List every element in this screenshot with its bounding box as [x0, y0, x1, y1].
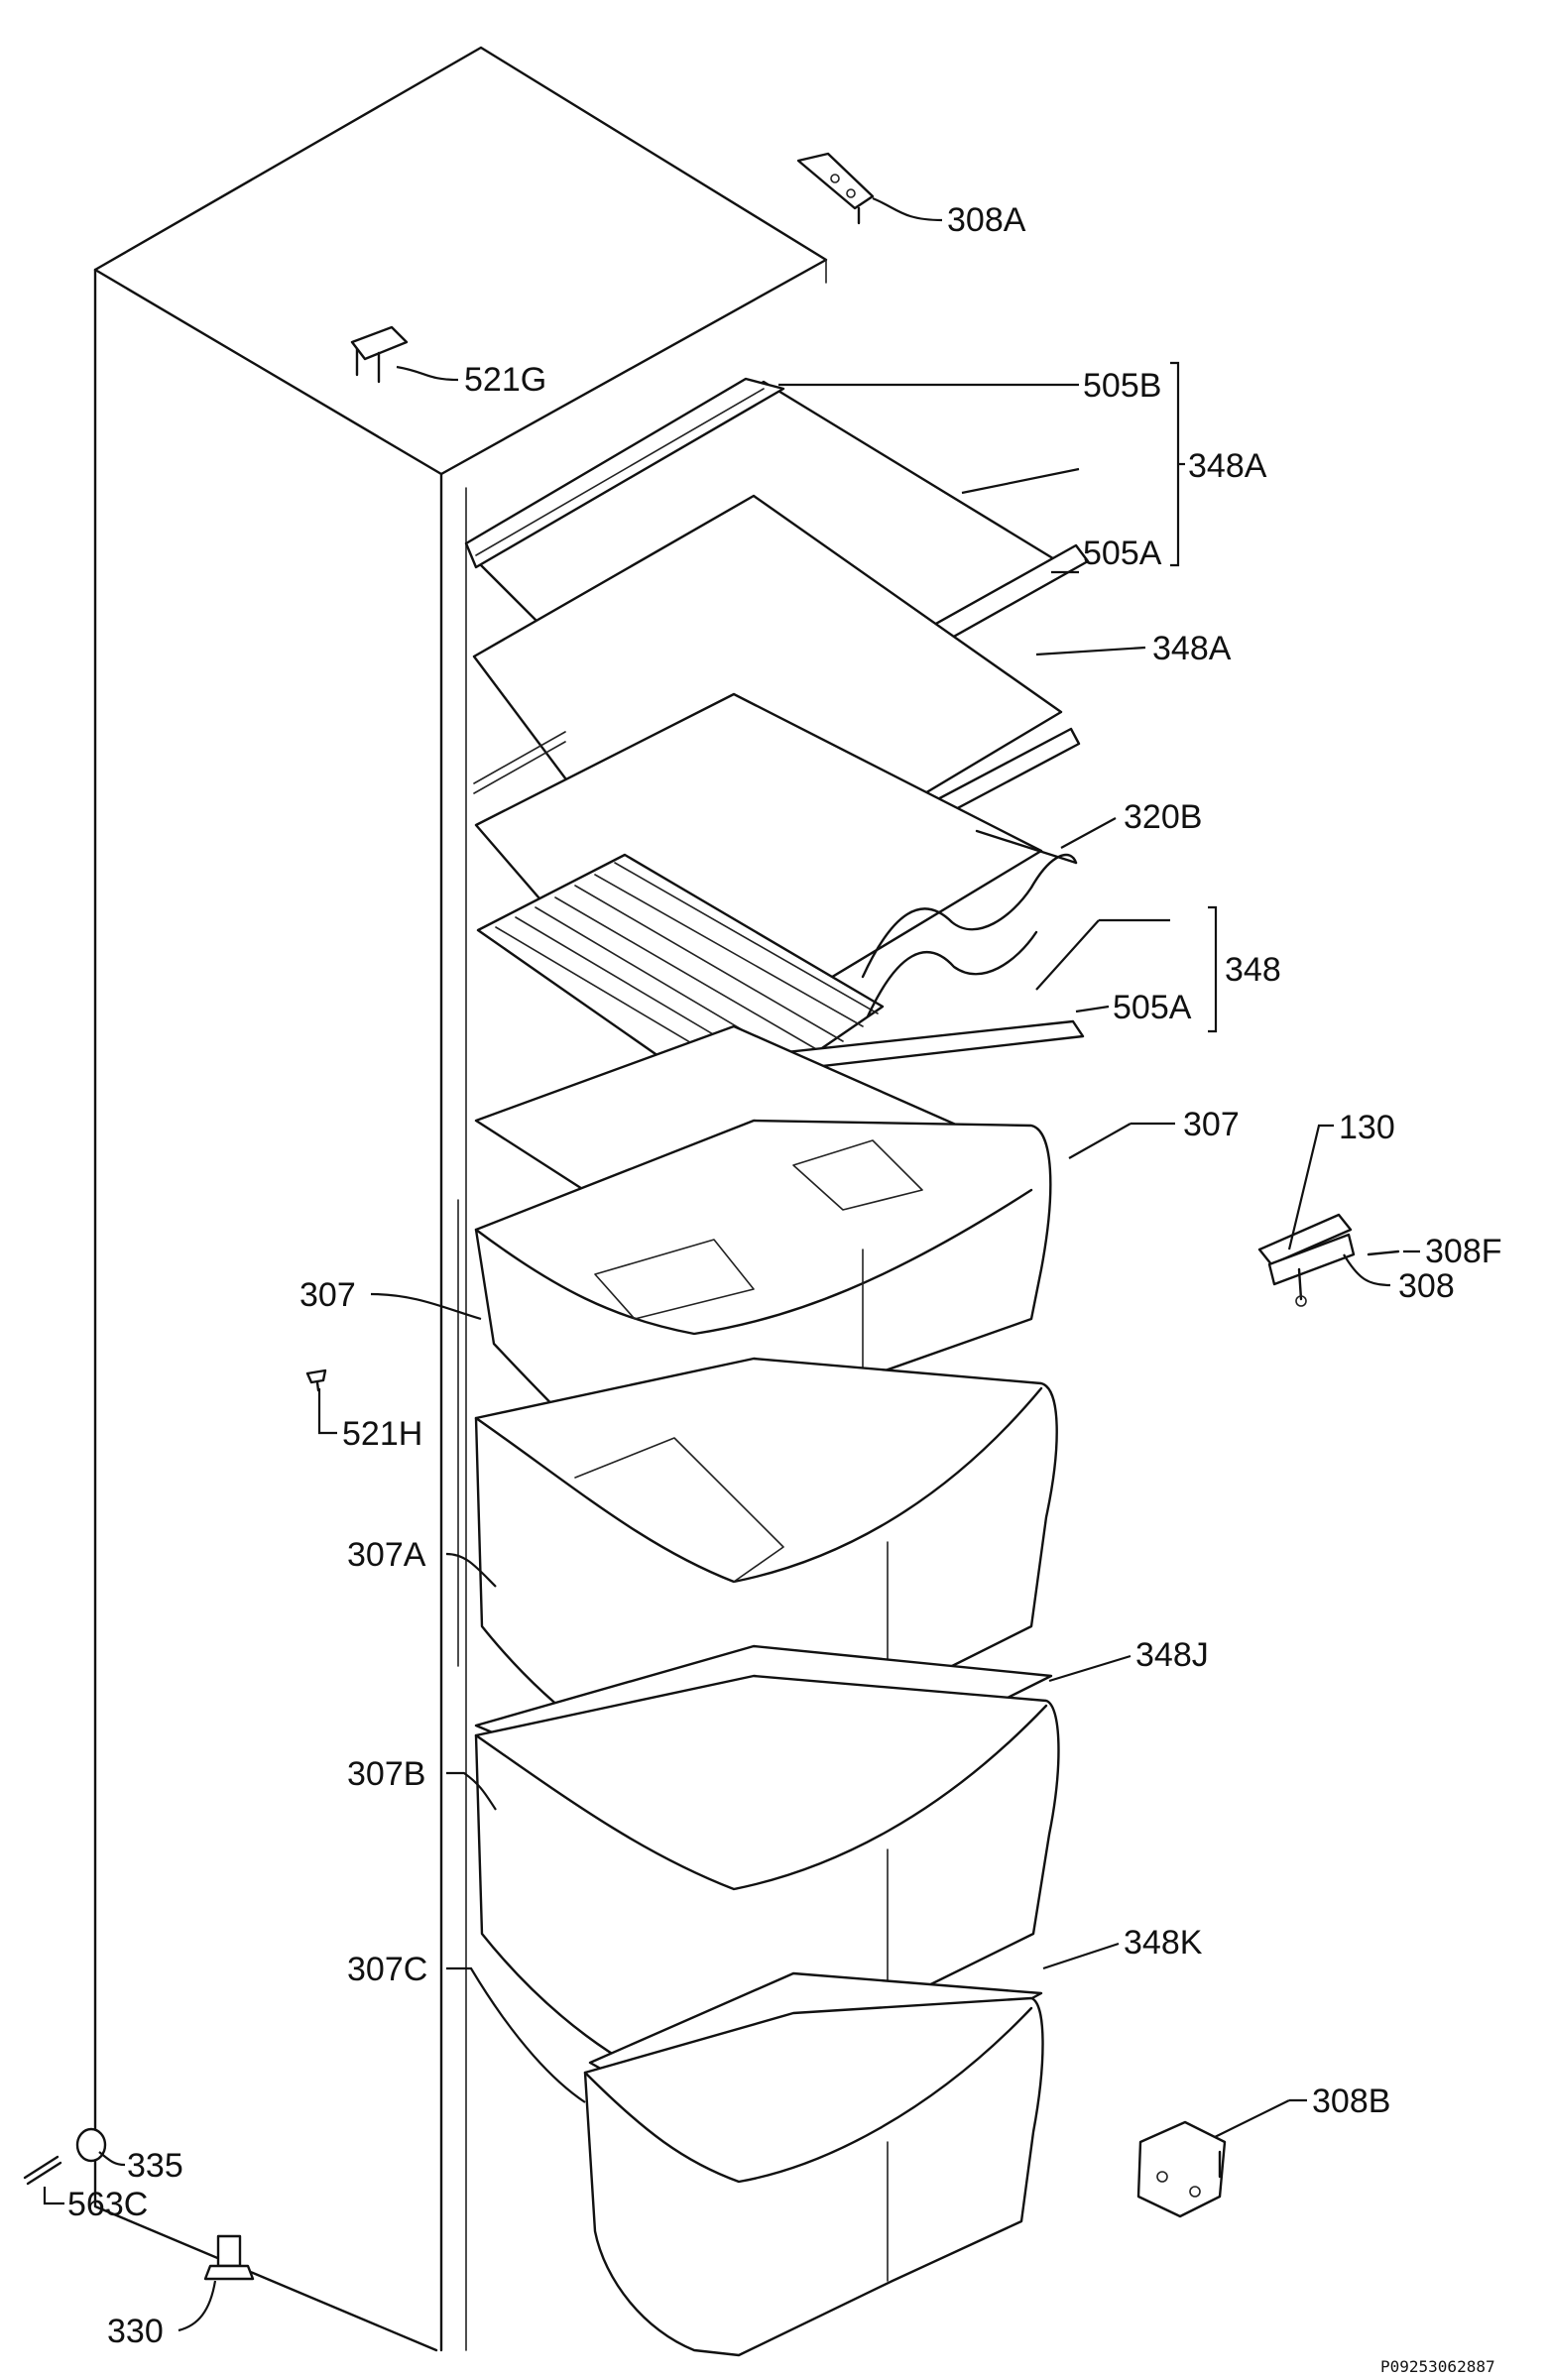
label-308b: 308B — [1312, 2082, 1390, 2120]
label-130: 130 — [1339, 1109, 1395, 1146]
label-307-right: 307 — [1183, 1106, 1240, 1143]
document-code: P09253062887 — [1380, 2357, 1495, 2376]
drawer-307c — [583, 1971, 1044, 2357]
label-307b: 307B — [347, 1755, 425, 1793]
part-521g — [350, 325, 409, 384]
label-505a-lower: 505A — [1113, 989, 1192, 1026]
label-348a-second: 348A — [1152, 630, 1232, 667]
label-307c: 307C — [347, 1951, 427, 1988]
label-348: 348 — [1225, 951, 1281, 989]
label-505b: 505B — [1083, 367, 1161, 405]
label-307a: 307A — [347, 1536, 426, 1574]
label-308: 308 — [1398, 1267, 1455, 1305]
label-320b: 320B — [1124, 798, 1202, 836]
cabinet — [93, 46, 828, 2352]
label-308a: 308A — [947, 201, 1026, 239]
bottom-hinge-part — [1136, 2120, 1227, 2218]
label-563c: 563C — [67, 2186, 148, 2223]
label-521h: 521H — [342, 1415, 422, 1453]
label-308f: 308F — [1425, 1233, 1502, 1270]
part-labels: 308A 521G 505B 348A 505A 348A 320B 348 5… — [67, 201, 1502, 2376]
screw-521h — [305, 1368, 327, 1392]
wire-shelf-and-bottle-rack — [474, 692, 1085, 1111]
hinge-assembly — [1257, 1213, 1400, 1307]
label-521g: 521G — [464, 361, 546, 399]
label-330: 330 — [107, 2313, 164, 2350]
leader-lines — [43, 196, 1420, 2332]
small-parts — [23, 2127, 255, 2281]
label-348j: 348J — [1135, 1636, 1209, 1674]
label-348a-upper: 348A — [1188, 447, 1267, 485]
label-505a-upper: 505A — [1083, 535, 1162, 572]
label-348k: 348K — [1124, 1924, 1203, 1962]
label-335: 335 — [127, 2147, 183, 2185]
label-307-left: 307 — [299, 1276, 356, 1314]
top-hinge-part — [796, 152, 875, 225]
